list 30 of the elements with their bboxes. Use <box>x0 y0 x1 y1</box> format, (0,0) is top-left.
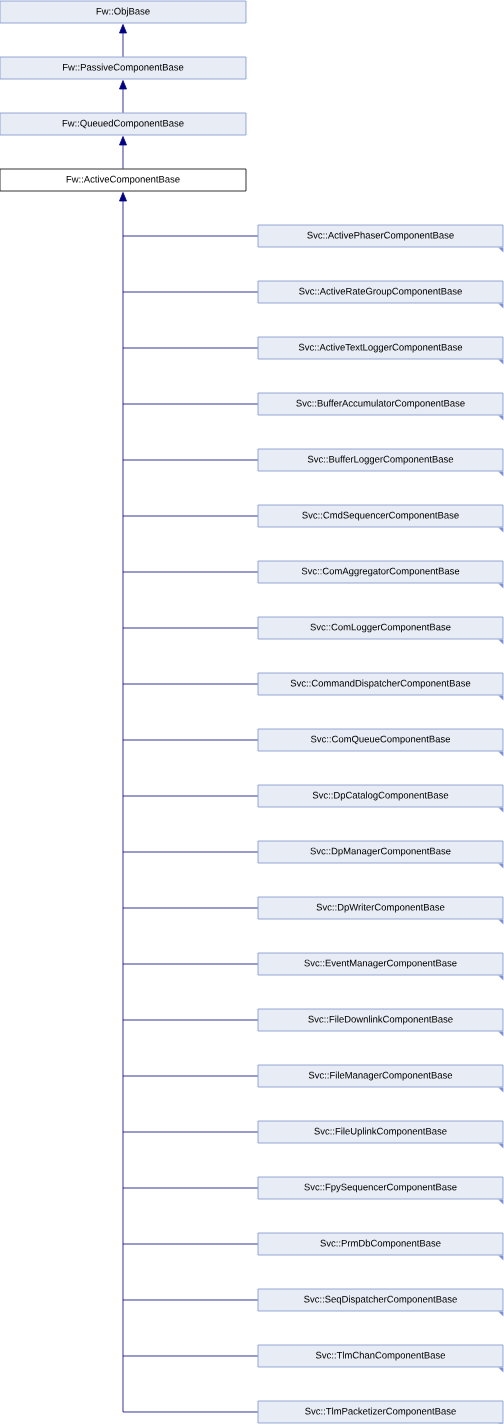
class-box: Svc::ActiveTextLoggerComponentBase <box>257 336 504 365</box>
class-box: Svc::ActiveRateGroupComponentBase <box>257 280 504 309</box>
class-box: Svc::ComAggregatorComponentBase <box>257 560 504 589</box>
class-box: Svc::ActivePhaserComponentBase <box>257 224 504 253</box>
class-box: Svc::SeqDispatcherComponentBase <box>257 1288 504 1317</box>
inheritance-arrow <box>119 192 127 1413</box>
class-box: Svc::DpManagerComponentBase <box>257 840 504 869</box>
class-box: Svc::DpWriterComponentBase <box>257 896 504 925</box>
class-box: Svc::ComQueueComponentBase <box>257 728 504 757</box>
class-box: Svc::PrmDbComponentBase <box>257 1232 504 1261</box>
class-box: Svc::EventManagerComponentBase <box>257 952 504 981</box>
class-box: Svc::BufferLoggerComponentBase <box>257 448 504 477</box>
class-box: Fw::QueuedComponentBase <box>0 112 247 136</box>
class-box: Fw::PassiveComponentBase <box>0 56 247 80</box>
class-box: Svc::FileManagerComponentBase <box>257 1064 504 1093</box>
class-box: Svc::DpCatalogComponentBase <box>257 784 504 813</box>
inheritance-arrow <box>119 136 127 169</box>
class-box: Svc::TlmPacketizerComponentBase <box>257 1400 504 1424</box>
class-box: Svc::CommandDispatcherComponentBase <box>257 672 504 701</box>
inheritance-arrow <box>119 24 127 57</box>
class-box: Svc::TlmChanComponentBase <box>257 1344 504 1373</box>
class-box: Svc::BufferAccumulatorComponentBase <box>257 392 504 421</box>
class-box: Svc::FpySequencerComponentBase <box>257 1176 504 1205</box>
class-box: Fw::ObjBase <box>0 0 247 24</box>
class-box: Svc::FileUplinkComponentBase <box>257 1120 504 1149</box>
class-box: Svc::CmdSequencerComponentBase <box>257 504 504 533</box>
class-box: Svc::ComLoggerComponentBase <box>257 616 504 645</box>
class-box: Fw::ActiveComponentBase <box>0 168 247 192</box>
inheritance-arrow <box>119 80 127 113</box>
class-box: Svc::FileDownlinkComponentBase <box>257 1008 504 1037</box>
